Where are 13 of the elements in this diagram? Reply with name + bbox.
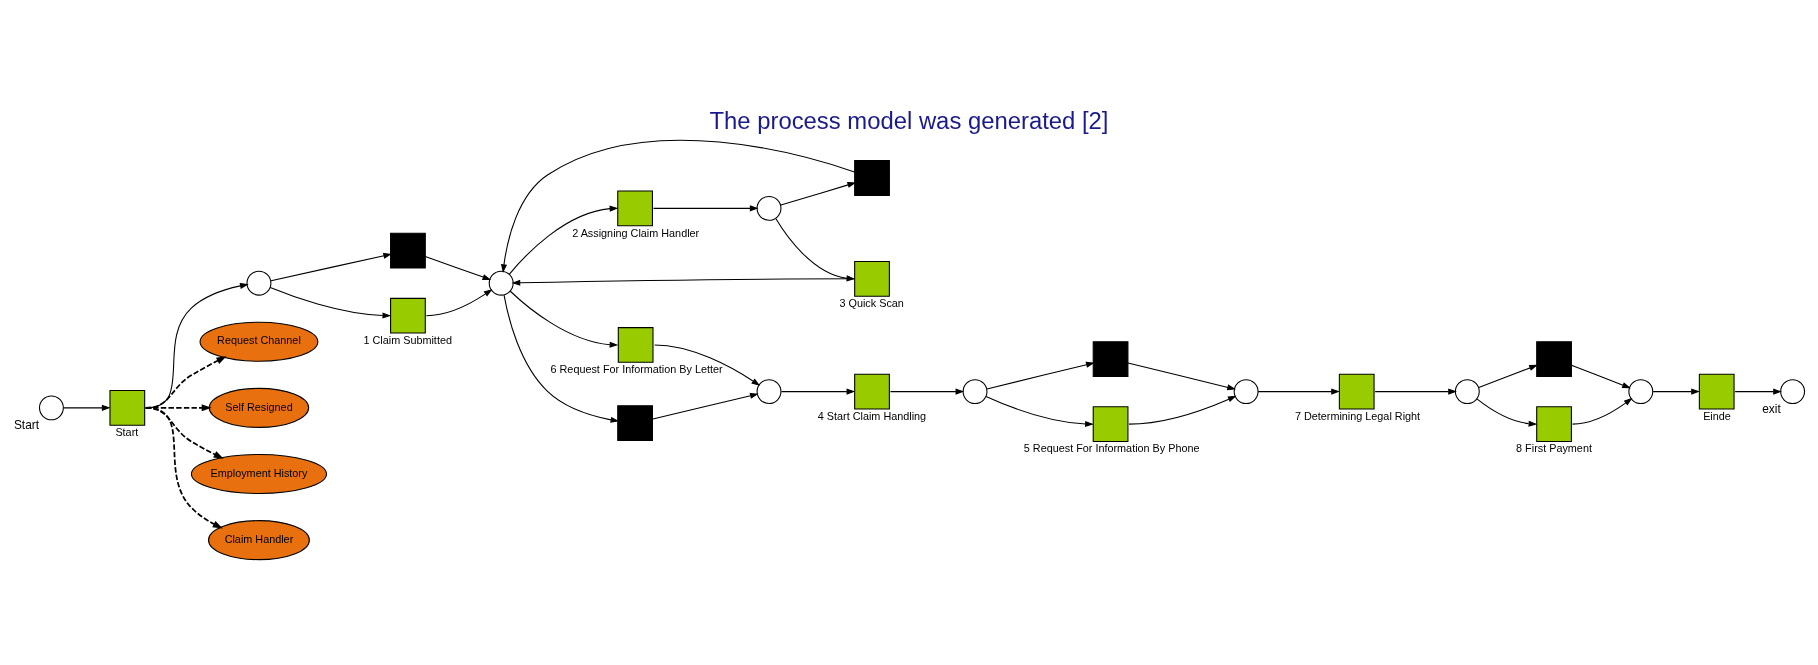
node-label: Start (13, 418, 40, 433)
node-label: Einde (1703, 409, 1731, 422)
node-label: exit (1762, 402, 1781, 417)
node-label: 4 Start Claim Handling (817, 409, 927, 422)
node-label: Start (115, 426, 139, 439)
node-label: 7 Determining Legal Right (1294, 409, 1421, 422)
diagram-title: The process model was generated [2] (709, 106, 1109, 134)
node-label: 1 Claim Submitted (363, 333, 452, 346)
node-label: 5 Request For Information By Phone (1023, 442, 1200, 455)
node-label: 2 Assigning Claim Handler (572, 226, 700, 239)
node-label: 8 First Payment (1516, 442, 1592, 455)
node-label: 6 Request For Information By Letter (550, 363, 723, 376)
node-label: 3 Quick Scan (839, 297, 904, 310)
